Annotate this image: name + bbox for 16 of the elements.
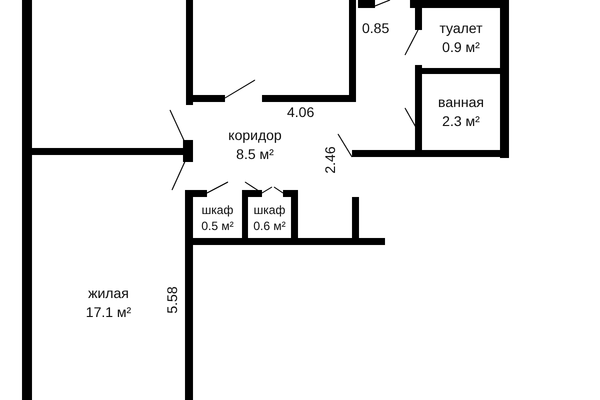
room-area: 0.5 м² <box>201 218 234 234</box>
room-area: 0.9 м² <box>442 38 480 57</box>
room-area: 2.3 м² <box>442 112 480 131</box>
dimension-label: 4.06 <box>287 104 314 120</box>
room-area: 0.6 м² <box>253 218 286 234</box>
room-name: жилая <box>88 284 129 302</box>
room-name: коридор <box>228 126 282 145</box>
dimension-label: 0.85 <box>362 20 390 36</box>
dimension-label: 2.46 <box>322 146 338 174</box>
room-area: 17.1 м² <box>86 302 132 322</box>
dimension-label: 5.58 <box>164 286 180 314</box>
room-name: туалет <box>439 19 483 38</box>
room-name: шкаф <box>202 202 234 218</box>
room-name: шкаф <box>254 202 286 218</box>
room-area: 8.5 м² <box>236 145 274 164</box>
room-name: ванная <box>438 93 484 112</box>
